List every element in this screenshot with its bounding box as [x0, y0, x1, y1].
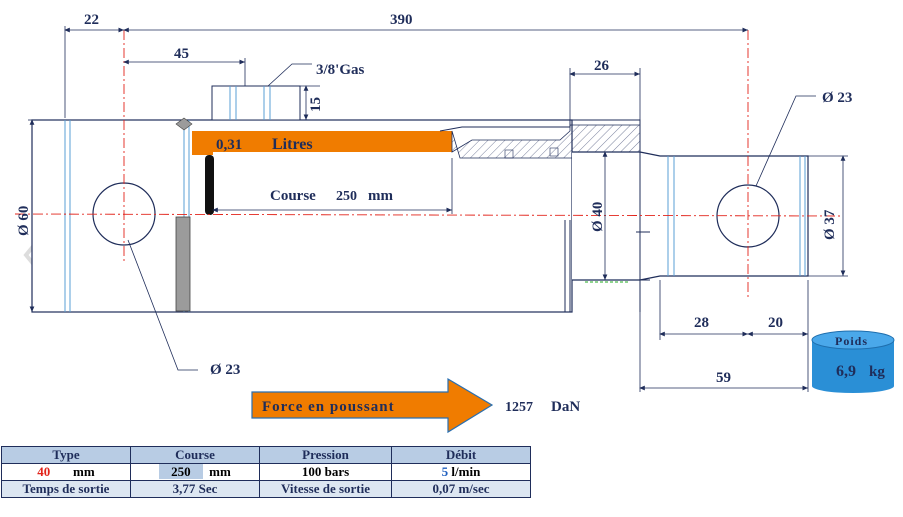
- dim-diam-23-left: Ø 23: [210, 362, 240, 378]
- dim-45: 45: [174, 46, 189, 62]
- exit-speed-label: Vitesse de sortie: [259, 480, 392, 498]
- cell-debit[interactable]: 5 l/min: [391, 463, 531, 481]
- weight-value: 6,9: [836, 363, 856, 380]
- debit-value: 5: [441, 464, 449, 479]
- piston-band: [175, 216, 191, 312]
- dim-390: 390: [390, 12, 413, 28]
- dim-diam-37: Ø 37: [822, 209, 838, 240]
- cylinder-drawing: 22 390 45 15 26 Ø 60 Ø 40 Ø 37 Ø 23 Ø 23…: [14, 12, 895, 434]
- exit-time-label: Temps de sortie: [1, 480, 131, 498]
- header-debit: Débit: [391, 446, 531, 464]
- stroke-unit: mm: [368, 188, 393, 204]
- force-arrow: [251, 377, 494, 434]
- center-lines: [14, 30, 841, 298]
- header-pression: Pression: [259, 446, 392, 464]
- dim-diam-60: Ø 60: [16, 206, 32, 236]
- header-course: Course: [130, 446, 260, 464]
- cell-type[interactable]: 40 mm: [1, 463, 131, 481]
- course-unit: mm: [209, 464, 231, 479]
- oil-port: [211, 85, 301, 121]
- table-header-row: Type Course Pression Débit: [1, 446, 531, 464]
- force-value: 1257: [505, 400, 533, 415]
- weight-label: Poids: [835, 334, 868, 348]
- exit-time-value: 3,77 Sec: [130, 480, 260, 498]
- dim-diam-40: Ø 40: [590, 202, 606, 232]
- force-label: Force en poussant: [262, 399, 395, 415]
- header-type: Type: [1, 446, 131, 464]
- weight-unit: kg: [869, 364, 885, 380]
- debit-unit: l/min: [451, 464, 481, 479]
- volume-unit: Litres: [272, 136, 313, 153]
- stroke-label: Course: [270, 188, 316, 204]
- piston-seal: [205, 155, 214, 215]
- spec-table: Type Course Pression Débit 40 mm 250 mm …: [1, 446, 531, 498]
- force-unit: DaN: [551, 399, 580, 415]
- cell-pression: 100 bars: [259, 463, 392, 481]
- dim-diam-23-right: Ø 23: [822, 90, 852, 106]
- exit-speed-value: 0,07 m/sec: [391, 480, 531, 498]
- port-thread-label: 3/8'Gas: [316, 62, 365, 78]
- dim-15: 15: [308, 97, 324, 112]
- dim-28: 28: [694, 315, 709, 331]
- fluid-volume: [192, 131, 452, 155]
- type-unit: mm: [73, 464, 95, 479]
- cell-course[interactable]: 250 mm: [130, 463, 260, 481]
- dim-20: 20: [768, 315, 783, 331]
- dim-22: 22: [84, 12, 99, 28]
- volume-value: 0,31: [216, 137, 242, 153]
- dim-59: 59: [716, 370, 731, 386]
- course-value: 250: [159, 464, 203, 479]
- stroke-value: 250: [336, 189, 357, 204]
- dim-26: 26: [594, 58, 610, 74]
- table-footer-row: Temps de sortie 3,77 Sec Vitesse de sort…: [1, 480, 531, 498]
- table-row: 40 mm 250 mm 100 bars 5 l/min: [1, 463, 531, 481]
- piston-cap: [175, 117, 193, 131]
- type-value: 40: [37, 464, 51, 479]
- weight-badge: [811, 330, 895, 393]
